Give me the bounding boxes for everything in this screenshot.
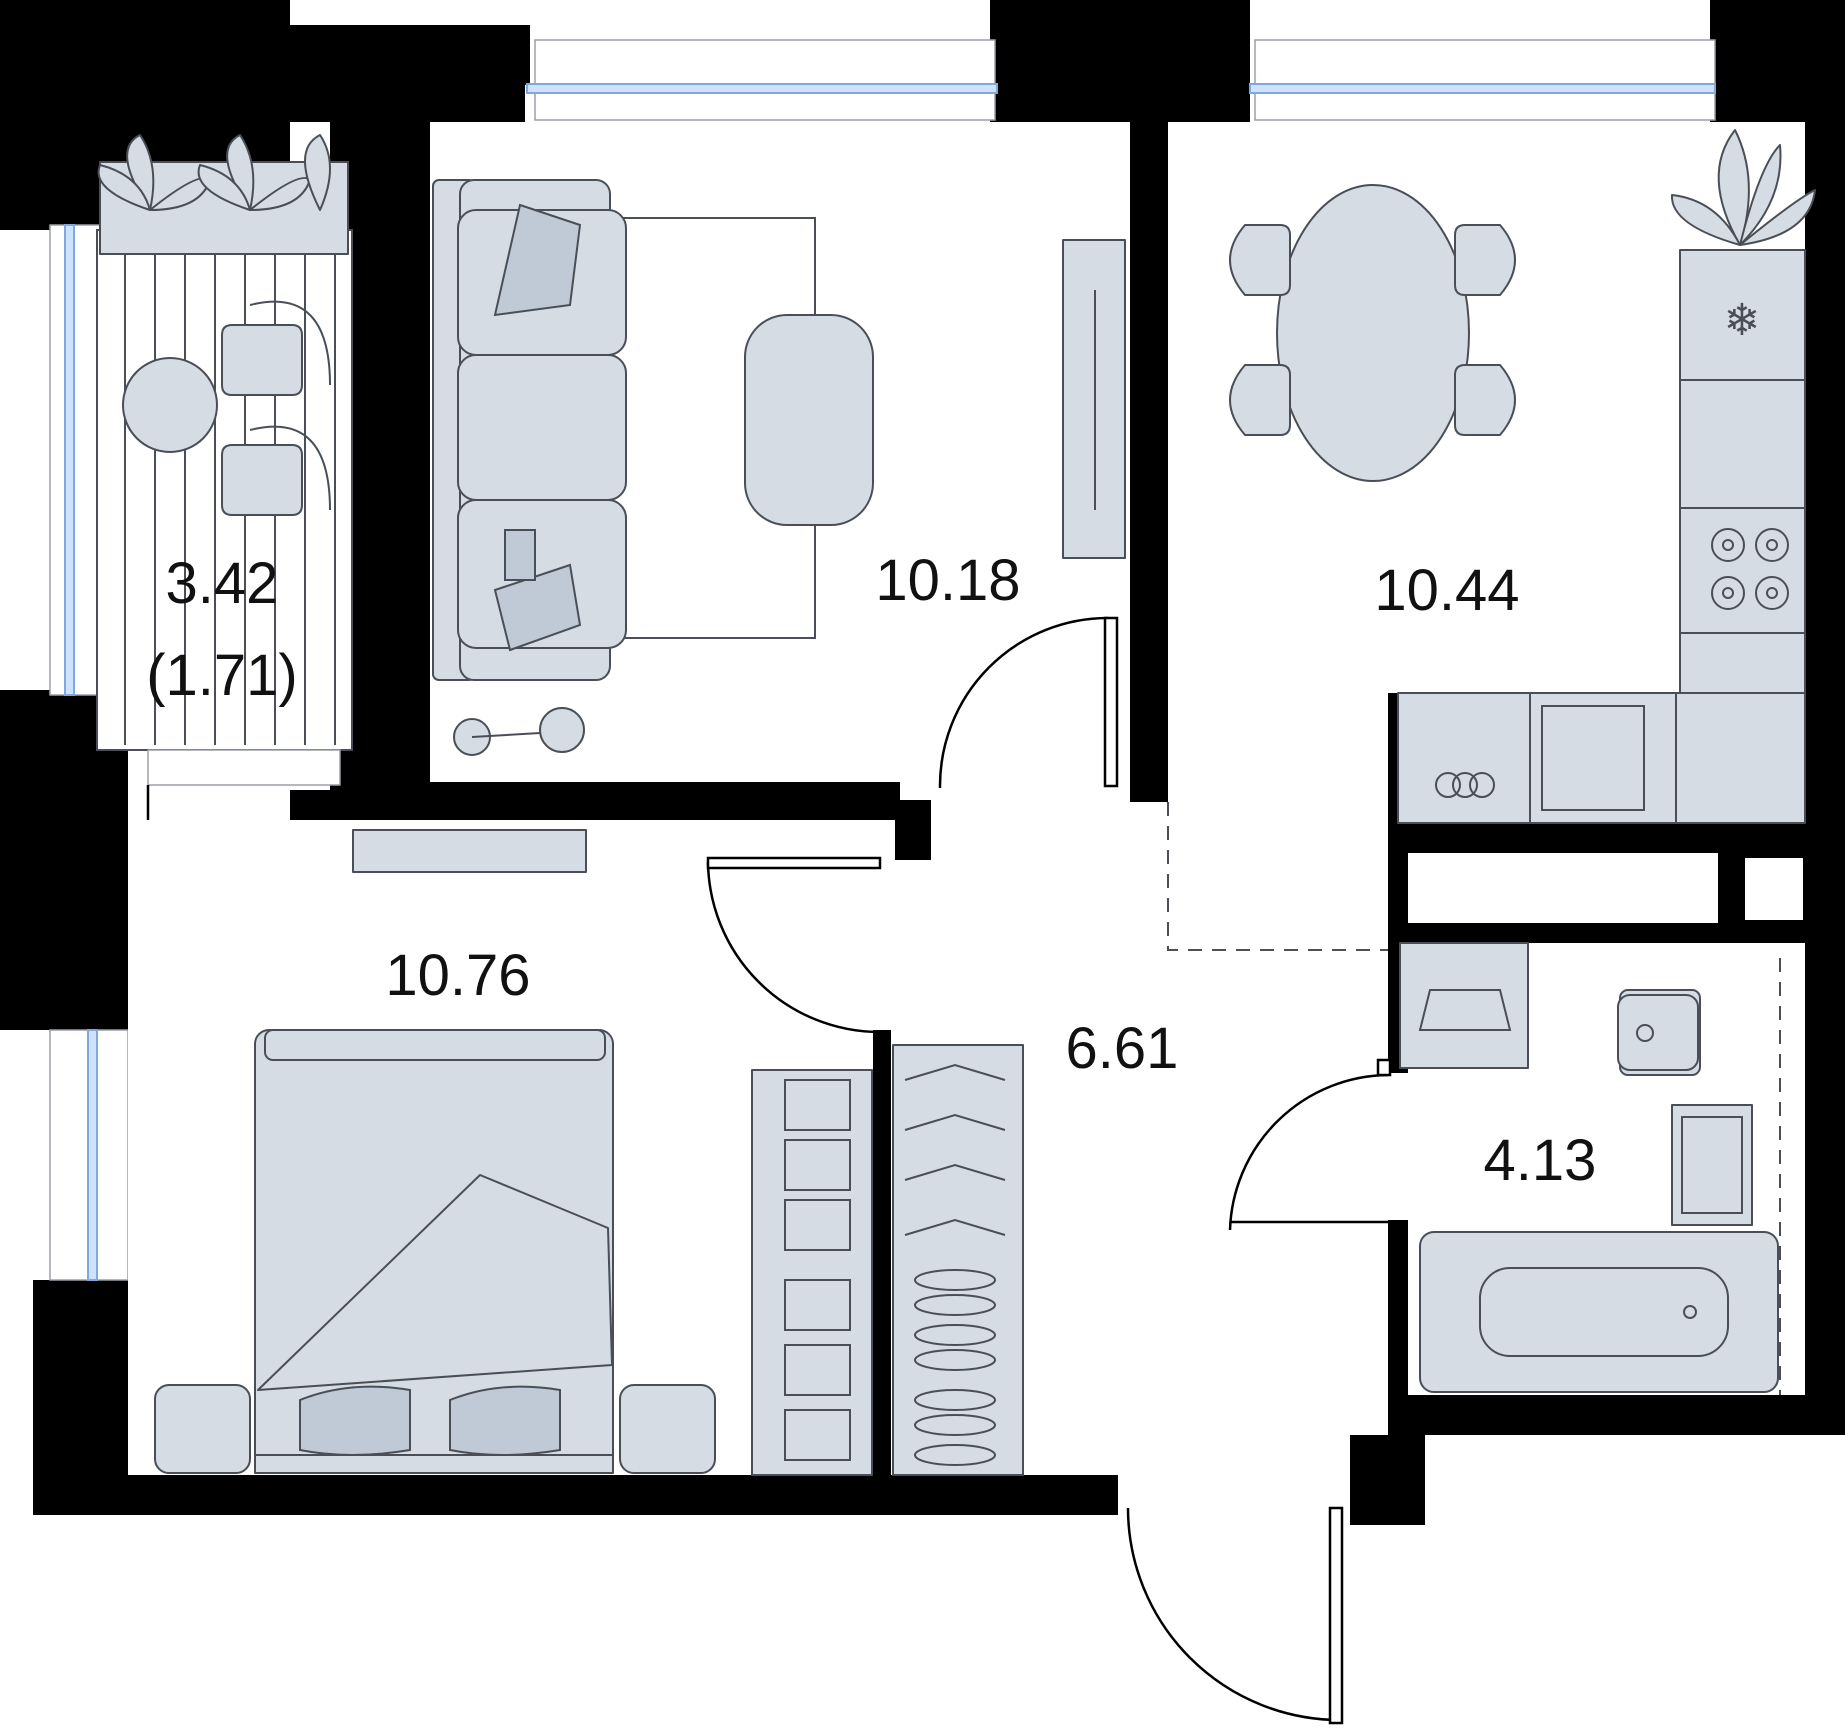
wall-living-south <box>350 782 900 820</box>
window-glass-living <box>526 83 998 94</box>
hallway: 6.61 <box>1066 1016 1344 1725</box>
sofa <box>432 179 627 681</box>
window-glass-kitchen <box>1249 83 1716 94</box>
kitchen: ❄ 10.44 <box>1167 125 1816 951</box>
living-room-area-label: 10.18 <box>875 548 1020 613</box>
hallway-area-label: 6.61 <box>1066 1016 1179 1081</box>
plant-icon <box>97 134 331 211</box>
bathtub <box>1419 1231 1779 1393</box>
nightstand-left <box>154 1384 251 1474</box>
wardrobe <box>892 1044 1024 1476</box>
wall-top-mid <box>990 0 1250 122</box>
bathroom-area-label: 4.13 <box>1484 1128 1597 1193</box>
toilet <box>1617 989 1701 1076</box>
stove <box>1679 507 1806 634</box>
wall-mid-partition <box>873 1030 891 1475</box>
bedroom-door-swing[interactable] <box>706 861 879 1034</box>
bed <box>254 1029 614 1474</box>
stove-burners <box>1711 528 1789 610</box>
wall-top-right <box>1710 0 1845 122</box>
wall-living-east <box>1130 122 1168 802</box>
windows <box>49 39 1716 1281</box>
window-frame-living <box>534 39 996 121</box>
entrance-door-leaf[interactable] <box>1328 1506 1344 1725</box>
shaft-opening <box>1408 853 1718 923</box>
wall-living-south-2 <box>895 800 931 860</box>
dining-table <box>1276 184 1470 482</box>
balcony-area-label: 3.42 <box>166 551 279 616</box>
bathroom: 4.13 <box>1228 942 1805 1395</box>
bathroom-door-leaf[interactable] <box>1376 1058 1392 1077</box>
coffee-table <box>744 314 874 526</box>
living-room: 10.18 <box>432 125 1130 789</box>
window-frame-kitchen <box>1254 39 1716 121</box>
plant-icon <box>1670 129 1816 246</box>
wall-nw-step <box>0 0 530 820</box>
dishwasher-detail <box>1435 772 1495 798</box>
kitchen-zone-boundary <box>1167 802 1388 951</box>
bathroom-door-swing[interactable] <box>1228 1073 1389 1231</box>
wall-west-bottom <box>33 1475 1118 1515</box>
bedroom-area-label: 10.76 <box>385 943 530 1008</box>
wall-shelf <box>352 829 587 873</box>
counter-corner <box>1679 632 1806 694</box>
shaft-opening-2 <box>1745 858 1803 920</box>
kitchen-area-label: 10.44 <box>1374 558 1519 623</box>
floor-lamp <box>453 707 585 756</box>
balcony-area-coef-label: (1.71) <box>146 643 298 708</box>
balcony-chair-1 <box>221 324 303 396</box>
bedroom: 10.76 <box>128 820 1024 1476</box>
balcony-chair-2 <box>221 444 303 516</box>
balcony-door-frame <box>147 749 341 786</box>
counter-right-upper <box>1679 379 1806 509</box>
living-room-door-leaf[interactable] <box>1103 616 1119 788</box>
wall-bath-south <box>1388 1395 1845 1435</box>
balcony-table <box>122 357 218 453</box>
dining-chairs <box>1229 224 1516 436</box>
fridge <box>1679 249 1806 381</box>
living-room-door-swing[interactable] <box>938 616 1109 789</box>
shoe-rack <box>751 1069 873 1476</box>
entrance-door-swing[interactable] <box>1126 1507 1341 1722</box>
washing-machine <box>1399 942 1529 1069</box>
window-glass-balcony <box>64 224 75 696</box>
wall-se-step <box>1350 1435 1425 1525</box>
wall-east <box>1805 122 1845 1435</box>
nightstand-right <box>619 1384 716 1474</box>
bathroom-sink <box>1671 1104 1753 1226</box>
snowflake-icon: ❄ <box>1724 295 1761 346</box>
balcony: 3.42 (1.71) <box>96 134 353 992</box>
counter-right-lower <box>1675 692 1806 824</box>
counter-sink <box>1529 692 1677 824</box>
bedroom-door-leaf[interactable] <box>706 856 882 870</box>
counter-dishwasher <box>1397 692 1531 824</box>
window-glass-bedroom <box>87 1029 98 1281</box>
